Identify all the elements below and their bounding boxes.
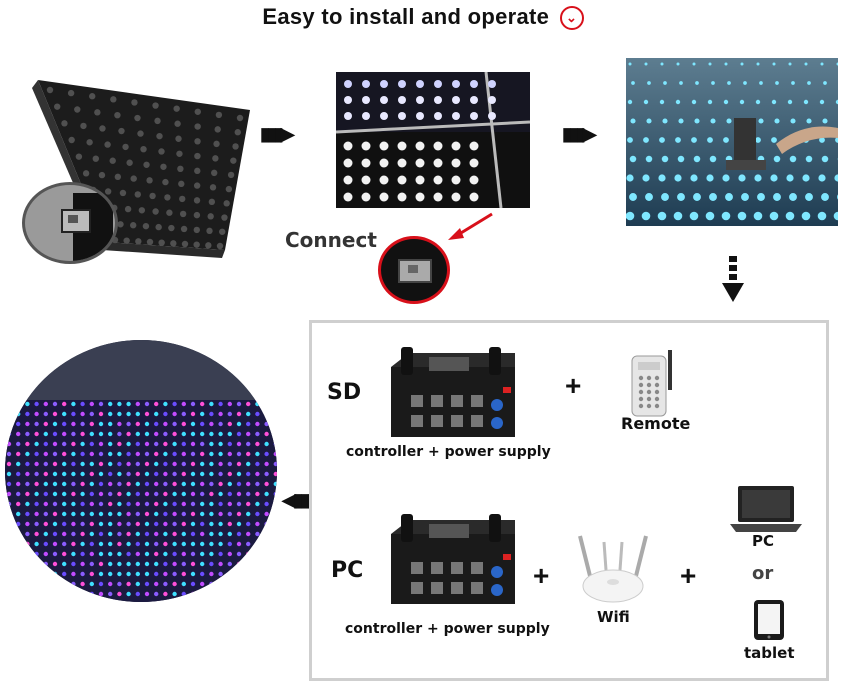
page-title: Easy to install and operate ⌄ (0, 4, 846, 31)
title-text: Easy to install and operate (262, 4, 550, 29)
arrow-down-icon (722, 256, 744, 311)
remote-control-icon (628, 348, 678, 423)
sd-controller-label: controller + power supply (346, 444, 551, 460)
pc-device-label: PC (752, 532, 775, 550)
pc-controller-label: controller + power supply (345, 621, 550, 637)
dance-floor-result-photo (5, 340, 277, 602)
pc-plus-sign-2: + (680, 560, 697, 591)
pc-mode-label: PC (331, 558, 364, 583)
connect-label: Connect (285, 228, 377, 252)
sd-mode-label: SD (327, 380, 362, 405)
laptop-icon (728, 484, 804, 541)
tablet-icon (752, 598, 786, 647)
pc-plus-sign-1: + (533, 560, 550, 591)
arrow-right-icon: ▮▮▮▶ (260, 124, 295, 144)
red-callout-arrow (446, 212, 496, 247)
connector-closeup-circle (22, 182, 118, 264)
tablet-label: tablet (744, 644, 795, 662)
arrow-left-icon: ◀▮▮▮ (282, 490, 317, 510)
sd-controller-image (389, 345, 519, 445)
chevron-down-circle-icon: ⌄ (559, 6, 584, 31)
sd-plus-sign: + (565, 370, 582, 401)
installed-floor-photo (626, 58, 838, 226)
wifi-label: Wifi (597, 608, 630, 626)
arrow-right-icon: ▮▮▮▶ (562, 124, 597, 144)
or-label: or (752, 563, 774, 584)
connected-panels-photo (336, 72, 530, 208)
remote-label: Remote (621, 414, 691, 433)
connector-closeup-circle (378, 236, 450, 304)
wifi-router-icon (572, 530, 654, 611)
pc-controller-image (389, 512, 519, 612)
